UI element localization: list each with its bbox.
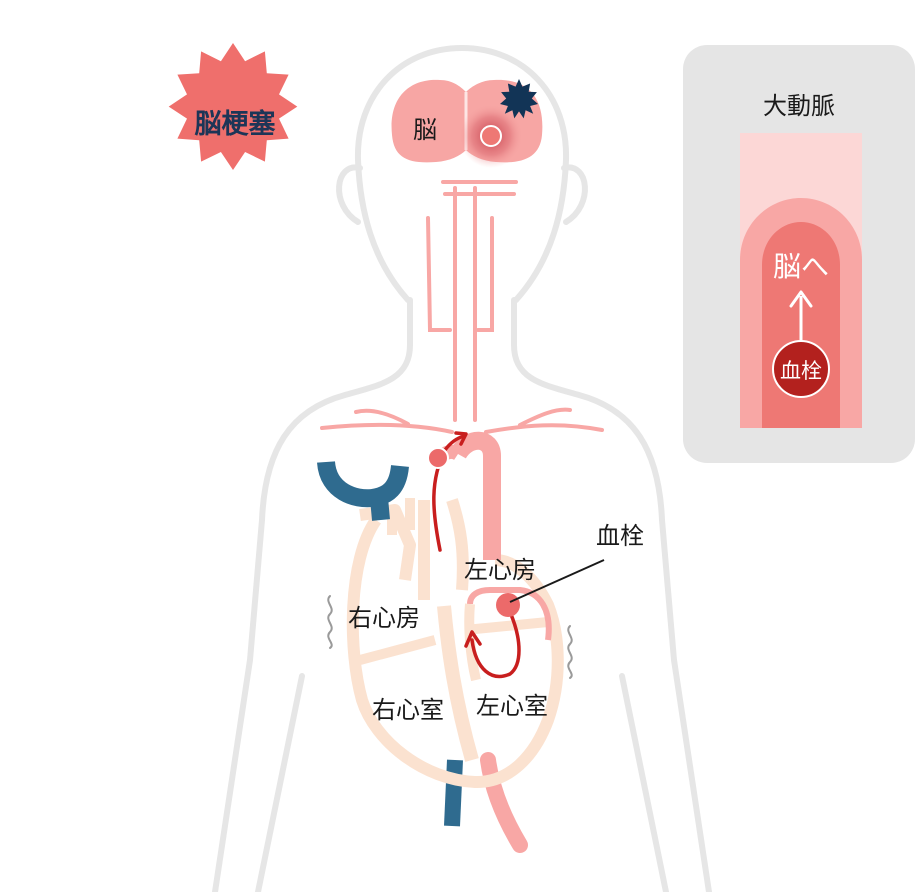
- descending-aorta: [480, 752, 528, 853]
- vibration-left-icon: [327, 595, 333, 649]
- carotid-arteries: [426, 180, 518, 422]
- heart: [317, 431, 564, 853]
- inset-embolus-label: 血栓: [780, 359, 822, 383]
- aortic-arch: [450, 431, 501, 560]
- label-brain: 脳: [413, 116, 437, 144]
- inset-embolus: [772, 340, 830, 398]
- infarct-spot: [480, 125, 502, 147]
- left-heart-ring: [467, 587, 552, 641]
- embolus-dot-aorta: [427, 447, 449, 469]
- label-left-atrium: 左心房: [464, 556, 536, 584]
- inset-to-brain-label: 脳へ: [773, 250, 829, 283]
- inferior-vena-cava: [444, 759, 463, 827]
- label-left-ventricle: 左心室: [476, 692, 548, 720]
- embolus-dot-atrium: [496, 593, 520, 617]
- superior-vena-cava-icon: [317, 460, 409, 521]
- aorta-inset: 大動脈 脳へ 血栓: [683, 45, 915, 463]
- embolus-leader-line: [509, 559, 605, 603]
- label-embolus: 血栓: [596, 522, 644, 550]
- inset-title: 大動脈: [763, 92, 835, 120]
- label-right-atrium: 右心房: [348, 604, 420, 632]
- badge-burst-icon: [168, 43, 298, 170]
- stroke-badge: 脳梗塞: [168, 43, 298, 170]
- brain: [391, 79, 543, 168]
- inset-arrow-head-icon: [789, 290, 813, 308]
- badge-text: 脳梗塞: [194, 108, 276, 140]
- subclavian-arteries: [320, 407, 604, 434]
- label-right-ventricle: 右心室: [372, 696, 444, 724]
- infarct-star-icon: [500, 79, 538, 119]
- body-outline: [212, 45, 712, 895]
- vibration-right-icon: [567, 625, 573, 679]
- heart-body: [346, 516, 564, 789]
